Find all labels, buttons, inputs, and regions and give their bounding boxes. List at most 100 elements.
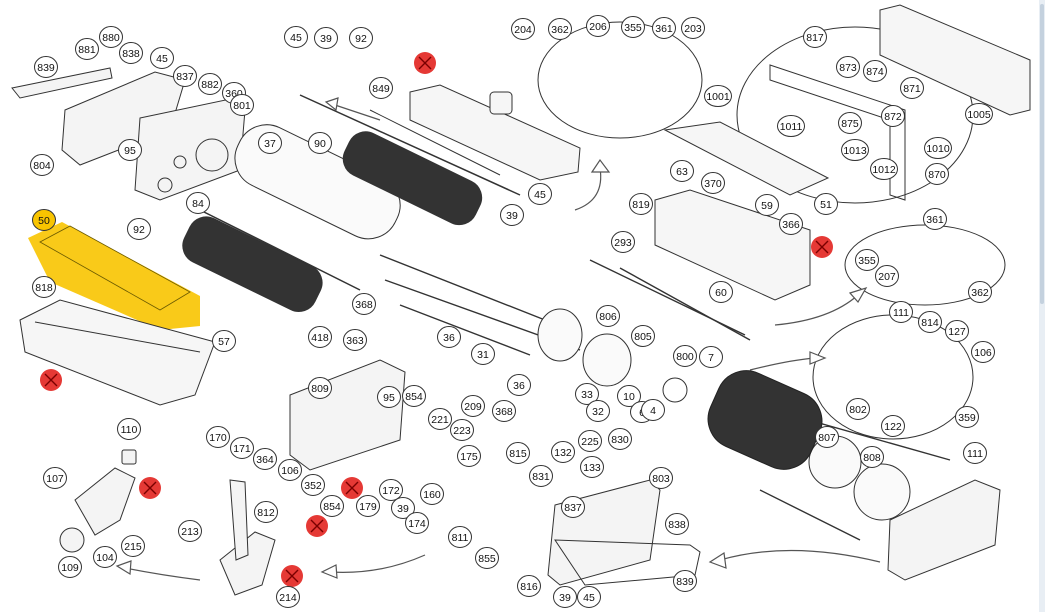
- part-number-label: 122: [884, 421, 902, 433]
- part-number-label: 870: [928, 169, 946, 181]
- brush-84: [182, 216, 323, 313]
- part-number-label: 110: [121, 424, 138, 436]
- part-callout: 875: [838, 112, 862, 134]
- part-number-label: 801: [233, 100, 251, 112]
- left-side-cover: [11, 67, 246, 201]
- part-number-label: 39: [506, 210, 518, 222]
- part-callout: 368: [492, 400, 516, 422]
- part-number-label: 175: [460, 451, 478, 463]
- part-callout: 4: [641, 399, 665, 421]
- part-callout: 830: [608, 428, 632, 450]
- part-callout: 804: [30, 154, 54, 176]
- part-callout: 839: [673, 570, 697, 592]
- part-callout: 59: [755, 194, 779, 216]
- part-callout: 849: [369, 77, 393, 99]
- part-callout: 819: [629, 193, 653, 215]
- part-number-label: 160: [423, 489, 441, 501]
- marker-x-icon: [811, 236, 833, 258]
- part-callout: 362: [968, 281, 992, 303]
- part-callout: 838: [119, 42, 143, 64]
- part-number-label: 370: [704, 178, 722, 190]
- part-number-label: 362: [971, 287, 989, 299]
- part-callout: 45: [577, 586, 601, 608]
- part-number-label: 221: [431, 414, 449, 426]
- part-callout: 122: [881, 415, 905, 437]
- part-callout: 874: [863, 60, 887, 82]
- part-number-label: 104: [96, 552, 114, 564]
- right-top-bracket: [769, 4, 1031, 201]
- part-callout: 809: [308, 377, 332, 399]
- part-callout: 92: [127, 218, 151, 240]
- part-number-label: 171: [233, 443, 251, 455]
- part-callout: 95: [377, 386, 401, 408]
- part-number-label: 203: [684, 23, 702, 35]
- part-callout: 872: [881, 105, 905, 127]
- part-number-label: 32: [592, 406, 604, 418]
- part-callout: 839: [34, 56, 58, 78]
- part-number-label: 106: [281, 465, 299, 477]
- part-callout: 806: [596, 305, 620, 327]
- marker-x-icon: [139, 477, 161, 499]
- part-callout: 880: [99, 26, 123, 48]
- part-number-label: 1013: [843, 145, 867, 157]
- part-callout: 816: [517, 575, 541, 597]
- part-number-label: 817: [806, 32, 824, 44]
- part-callout: 817: [803, 26, 827, 48]
- part-number-label: 1011: [780, 121, 803, 133]
- part-callout: 179: [356, 495, 380, 517]
- part-number-label: 818: [35, 282, 53, 294]
- part-callout: 203: [681, 17, 705, 39]
- part-callout: 359: [955, 406, 979, 428]
- part-callout: 418: [308, 326, 332, 348]
- part-callout: 33: [575, 383, 599, 405]
- part-number-label: 95: [383, 392, 395, 404]
- part-callout: 800: [673, 345, 697, 367]
- armature-800: [662, 370, 823, 470]
- part-callout: 110: [117, 418, 141, 440]
- part-callout: 854: [402, 385, 426, 407]
- part-callout: 109: [58, 556, 82, 578]
- part-callout: 39: [314, 27, 338, 49]
- part-number-label: 293: [614, 237, 632, 249]
- part-number-label: 1012: [872, 164, 896, 176]
- part-number-label: 368: [495, 406, 513, 418]
- part-number-label: 60: [715, 287, 727, 299]
- part-callout: 106: [278, 459, 302, 481]
- part-callout: 221: [428, 408, 452, 430]
- part-callout: 39: [500, 204, 524, 226]
- part-number-label: 223: [453, 425, 471, 437]
- top-carriage: [409, 84, 581, 181]
- part-number-label: 111: [893, 307, 909, 319]
- part-callout: 133: [580, 456, 604, 478]
- part-callout: 204: [511, 18, 535, 40]
- part-number-label: 812: [257, 507, 275, 519]
- part-callout: 811: [448, 526, 472, 548]
- part-callout: 206: [586, 15, 610, 37]
- part-number-label: 36: [443, 332, 455, 344]
- scrollbar-thumb[interactable]: [1040, 4, 1044, 304]
- tray-818: [19, 299, 216, 406]
- part-number-label: 837: [176, 71, 194, 83]
- part-callout: 807: [815, 426, 839, 448]
- part-number-label: 1010: [926, 143, 950, 155]
- part-number-label: 209: [464, 401, 482, 413]
- tray-819: [654, 121, 830, 301]
- arrow-right-icon: [774, 294, 859, 326]
- part-number-label: 418: [311, 332, 329, 344]
- part-number-label: 873: [839, 62, 857, 74]
- vertical-scrollbar[interactable]: [1039, 0, 1045, 612]
- part-callout: 361: [923, 208, 947, 230]
- part-callout: 882: [198, 73, 222, 95]
- part-number-label: 36: [513, 380, 525, 392]
- part-callout: 831: [529, 465, 553, 487]
- part-callout: 37: [258, 132, 282, 154]
- part-callout: 207: [875, 265, 899, 287]
- part-callout: 214: [276, 586, 300, 608]
- part-callout: 837: [561, 496, 585, 518]
- part-number-label: 855: [478, 553, 496, 565]
- part-callout: 1012: [870, 158, 898, 180]
- arrow-up-left-icon: [334, 104, 381, 121]
- part-number-label: 837: [564, 502, 582, 514]
- part-number-label: 45: [583, 592, 595, 604]
